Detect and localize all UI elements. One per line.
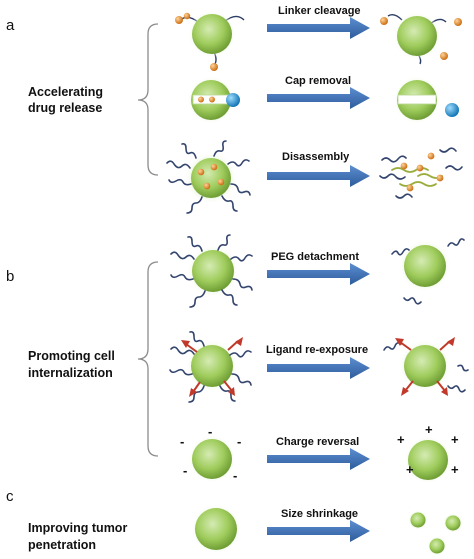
np-size-small bbox=[408, 510, 463, 556]
ligand-arrow-icon bbox=[181, 337, 243, 397]
step-label-charge-reversal: Charge reversal bbox=[276, 436, 359, 448]
drug-icon bbox=[454, 18, 462, 26]
arrow-size-shrinkage bbox=[267, 520, 370, 542]
arrow-ligand-re-exposure bbox=[267, 357, 370, 379]
positive-charge: + bbox=[425, 422, 433, 437]
group-label-a-line2: drug release bbox=[28, 101, 102, 115]
drug-icon bbox=[440, 52, 448, 60]
positive-charge: + bbox=[406, 462, 414, 477]
panel-letter-c: c bbox=[6, 488, 14, 505]
np-disassembly-after bbox=[379, 147, 463, 199]
bracket-b bbox=[137, 261, 159, 457]
step-label-cap-removal: Cap removal bbox=[285, 75, 351, 87]
np-cap-after bbox=[393, 76, 459, 124]
bracket-a bbox=[137, 23, 159, 176]
negative-charge: - bbox=[237, 434, 241, 449]
step-label-size-shrinkage: Size shrinkage bbox=[281, 508, 358, 520]
negative-charge: - bbox=[183, 463, 187, 478]
group-label-c-line2: penetration bbox=[28, 538, 96, 552]
arrow-disassembly bbox=[267, 165, 370, 187]
drug-icon bbox=[380, 17, 388, 25]
step-label-peg-detachment: PEG detachment bbox=[271, 251, 359, 263]
np-linker-before bbox=[175, 10, 245, 71]
group-label-a-line1: Accelerating bbox=[28, 85, 103, 99]
group-label-b-line2: internalization bbox=[28, 366, 113, 380]
np-ligand-before bbox=[169, 331, 252, 403]
drug-icon bbox=[175, 16, 183, 24]
group-label-c-line1: Improving tumor bbox=[28, 521, 127, 535]
cap-icon bbox=[445, 103, 459, 117]
cap-icon bbox=[226, 93, 240, 107]
arrow-peg-detachment bbox=[267, 263, 370, 285]
arrow-cap-removal bbox=[267, 87, 370, 109]
np-cap-before bbox=[187, 76, 240, 124]
ligand-arrow-icon bbox=[395, 337, 455, 396]
np-charge-negative: - - - - - bbox=[180, 424, 241, 483]
positive-charge: + bbox=[397, 432, 405, 447]
np-peg-after bbox=[391, 238, 465, 305]
negative-charge: - bbox=[208, 424, 212, 439]
np-charge-positive: + + + + + bbox=[397, 422, 459, 484]
negative-charge: - bbox=[233, 468, 237, 483]
negative-charge: - bbox=[180, 434, 184, 449]
positive-charge: + bbox=[451, 462, 459, 477]
arrow-linker-cleavage bbox=[267, 17, 370, 39]
drug-icon bbox=[183, 12, 191, 20]
np-disassembly-before bbox=[166, 140, 251, 214]
arrow-charge-reversal bbox=[267, 448, 370, 470]
np-peg-before bbox=[170, 234, 253, 308]
positive-charge: + bbox=[451, 432, 459, 447]
step-label-disassembly: Disassembly bbox=[282, 151, 350, 163]
np-linker-after bbox=[380, 12, 462, 65]
step-label-ligand-re-exposure: Ligand re-exposure bbox=[266, 344, 368, 356]
group-label-b-line1: Promoting cell bbox=[28, 349, 115, 363]
drug-icon bbox=[210, 63, 218, 71]
panel-letter-a: a bbox=[6, 17, 15, 34]
step-label-linker-cleavage: Linker cleavage bbox=[278, 5, 361, 17]
np-ligand-after bbox=[383, 337, 469, 396]
np-size-large bbox=[191, 504, 241, 554]
panel-letter-b: b bbox=[6, 268, 14, 285]
